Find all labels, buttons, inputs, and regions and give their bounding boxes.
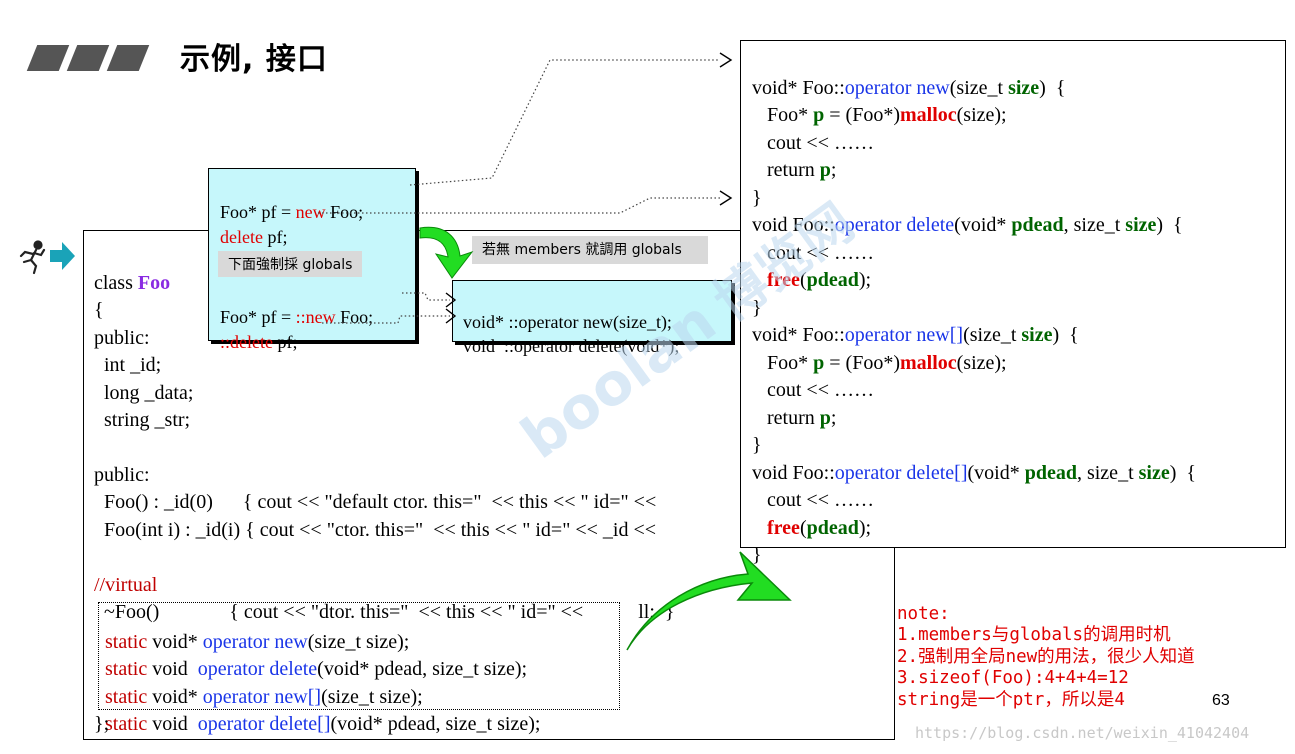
code-line: int _id; [94,354,162,376]
code-line: return p; [752,406,837,429]
code-line: } [752,544,762,566]
arrowhead-2 [719,190,733,206]
code-line: } [752,434,762,456]
code-line: void Foo::operator delete[](void* pdead,… [752,461,1196,484]
code-line: return p; [752,159,837,181]
source-url: https://blog.csdn.net/weixin_41042404 [915,724,1250,742]
code-line: cout << …… [752,489,874,511]
connector-global-new [402,292,450,301]
code-line: string _str; [94,409,191,431]
code-line: cout << …… [752,379,874,401]
code-line: static void* operator new[](size_t size)… [105,685,423,708]
code-line: cout << …… [752,241,874,264]
code-line: Foo(int i) : _id(i) { cout << "ctor. thi… [94,518,657,541]
global-operators-box [452,280,732,342]
arrowhead-3 [445,292,457,308]
code-line: Foo* pf = ::new Foo; [220,307,374,327]
arrowhead-4 [445,308,457,324]
operator-declarations: static void* operator new(size_t size); s… [105,601,540,739]
code-line: Foo* pf = new Foo; [220,202,364,222]
page-number: 63 [1212,692,1230,709]
code-line: { [94,299,104,321]
code-line: long _data; [94,381,194,404]
curved-arrow-icon [419,226,474,279]
class-end: }; [94,713,110,735]
operator-implementation-box [740,40,1286,548]
connector-delete [318,197,720,214]
code-line: public: [94,463,150,486]
arrowhead-1 [719,52,733,68]
runner-icon [19,240,46,275]
operator-implementations: void* Foo::operator new(size_t size) { F… [752,47,1196,570]
connector-new [409,59,720,186]
class-code-top: class Foo { public: int _id; long _data; s… [94,242,193,435]
code-line: ::delete pf; [220,332,298,352]
code-line: void* ::operator new(size_t); [463,312,672,332]
code-line: delete pf; [220,227,288,247]
code-line: static void* operator new(size_t size); [105,630,410,653]
code-line: cout << …… [752,131,874,154]
code-line: static void operator delete[](void* pdea… [105,713,541,735]
code-line: Foo* p = (Foo*)malloc(size); [752,351,1007,374]
class-code-ctors: public: Foo() : _id(0) { cout << "defaul… [94,434,734,544]
code-line: void* Foo::operator new[](size_t size) { [752,324,1079,346]
slide-title: 示例, 接口 [180,42,328,77]
code-line: free(pdead); [767,269,872,291]
right-arrow-icon [50,242,75,270]
code-line: Foo* p = (Foo*)malloc(size); [752,104,1007,126]
usage-code-bottom: Foo* pf = ::new Foo;::delete pf; [220,280,373,355]
usage-code-top: Foo* pf = new Foo; delete pf; [220,175,363,250]
code-line: } [752,296,762,319]
code-line: class Foo [94,271,171,294]
code-line: void ::operator delete(void*); [463,336,680,356]
code-line: static void operator delete(void* pdead,… [105,658,528,680]
class-code-dtor: //virtual ~Foo() { cout << "dtor. this="… [94,544,675,627]
connector-global-delete [322,315,450,324]
operator-declarations-box [98,602,620,710]
code-line: free(pdead); [767,516,872,539]
code-line: public: [94,326,150,349]
global-operators-code: void* ::operator new(size_t);void ::oper… [463,286,679,358]
code-line: Foo() : _id(0) { cout << "default ctor. … [94,491,657,513]
force-globals-label: 下面強制採 globals [218,251,363,277]
code-line: ~Foo() { cout << "dtor. this=" << this <… [94,601,675,623]
big-curved-arrow-icon [626,551,792,651]
no-members-label: 若無 members 就調用 globals [472,236,708,264]
code-line: } [752,186,762,209]
code-line: //virtual [94,573,158,596]
code-line: void Foo::operator delete(void* pdead, s… [752,214,1183,236]
code-line: void* Foo::operator new(size_t size) { [752,76,1066,99]
